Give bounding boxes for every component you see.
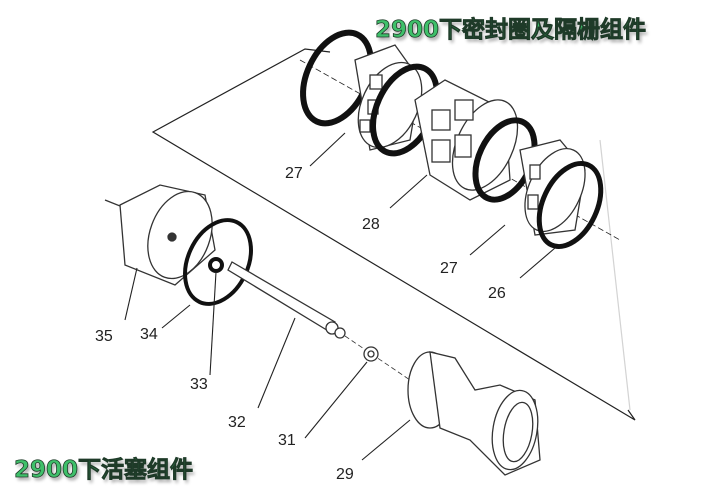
callout-27-lower: 27 bbox=[440, 260, 458, 277]
title-seal-spacer-assembly: 2900下密封圈及隔栅组件 bbox=[375, 17, 647, 44]
spacer-cage-27-lower bbox=[519, 139, 586, 236]
callout-34: 34 bbox=[140, 326, 158, 343]
spacer-cage-28 bbox=[414, 79, 519, 201]
piston-35 bbox=[104, 184, 216, 286]
title-piston-assembly: 2900下活塞组件 bbox=[14, 457, 194, 484]
callout-35: 35 bbox=[95, 328, 113, 345]
rod-32 bbox=[227, 261, 346, 339]
valve-housing-29 bbox=[407, 351, 541, 476]
nut-31 bbox=[363, 346, 379, 362]
leader-lines bbox=[124, 132, 556, 461]
callout-33: 33 bbox=[190, 376, 208, 393]
callout-28: 28 bbox=[362, 216, 380, 233]
seal-ring-26 bbox=[536, 161, 604, 249]
callout-27-upper: 27 bbox=[285, 165, 303, 182]
callout-31: 31 bbox=[278, 432, 296, 449]
washer-33 bbox=[208, 257, 224, 273]
callout-26: 26 bbox=[488, 285, 506, 302]
callout-29: 29 bbox=[336, 466, 354, 483]
assembly-boundary bbox=[151, 48, 636, 421]
callout-32: 32 bbox=[228, 414, 246, 431]
